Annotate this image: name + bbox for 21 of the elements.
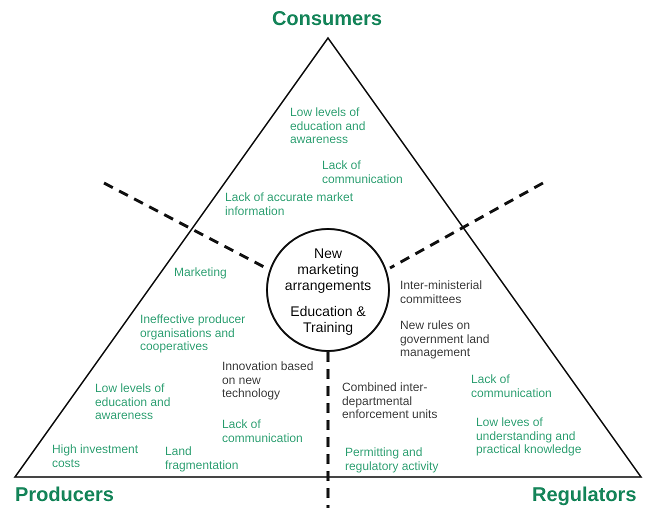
factor-label: Marketing [174,266,228,280]
corner-heading: Regulators [532,484,636,507]
factor-label: Low levels of education and awareness [290,106,366,146]
factor-label: Lack of accurate market information [225,191,354,218]
factor-label: Combined inter-departmental enforcement units [342,381,438,422]
circle-text: New marketing arrangements [284,245,372,293]
factor-label: Permitting and regulatory activity [345,446,440,473]
circle-text: Education & Training [289,303,367,335]
factor-label: Lack of communication [471,373,553,400]
factor-label: Innovation based on new technology [222,360,314,400]
factor-label: Land fragmentation [165,445,240,472]
factor-label: Low levels of education and awareness [95,382,172,422]
factor-label: New rules on government land management [400,319,490,360]
factor-label: Lack of communication [222,418,304,445]
factor-label: Low leves of understanding and practical knowledge [476,416,582,456]
factor-label: Lack of communication [322,159,404,186]
factor-label: Ineffective producer organisations and cooperatives [140,313,246,354]
corner-heading: Producers [15,484,114,507]
factor-label: High investment costs [52,443,140,470]
corner-heading: Consumers [272,8,382,31]
factor-label: Inter-ministerial committees [400,279,484,306]
